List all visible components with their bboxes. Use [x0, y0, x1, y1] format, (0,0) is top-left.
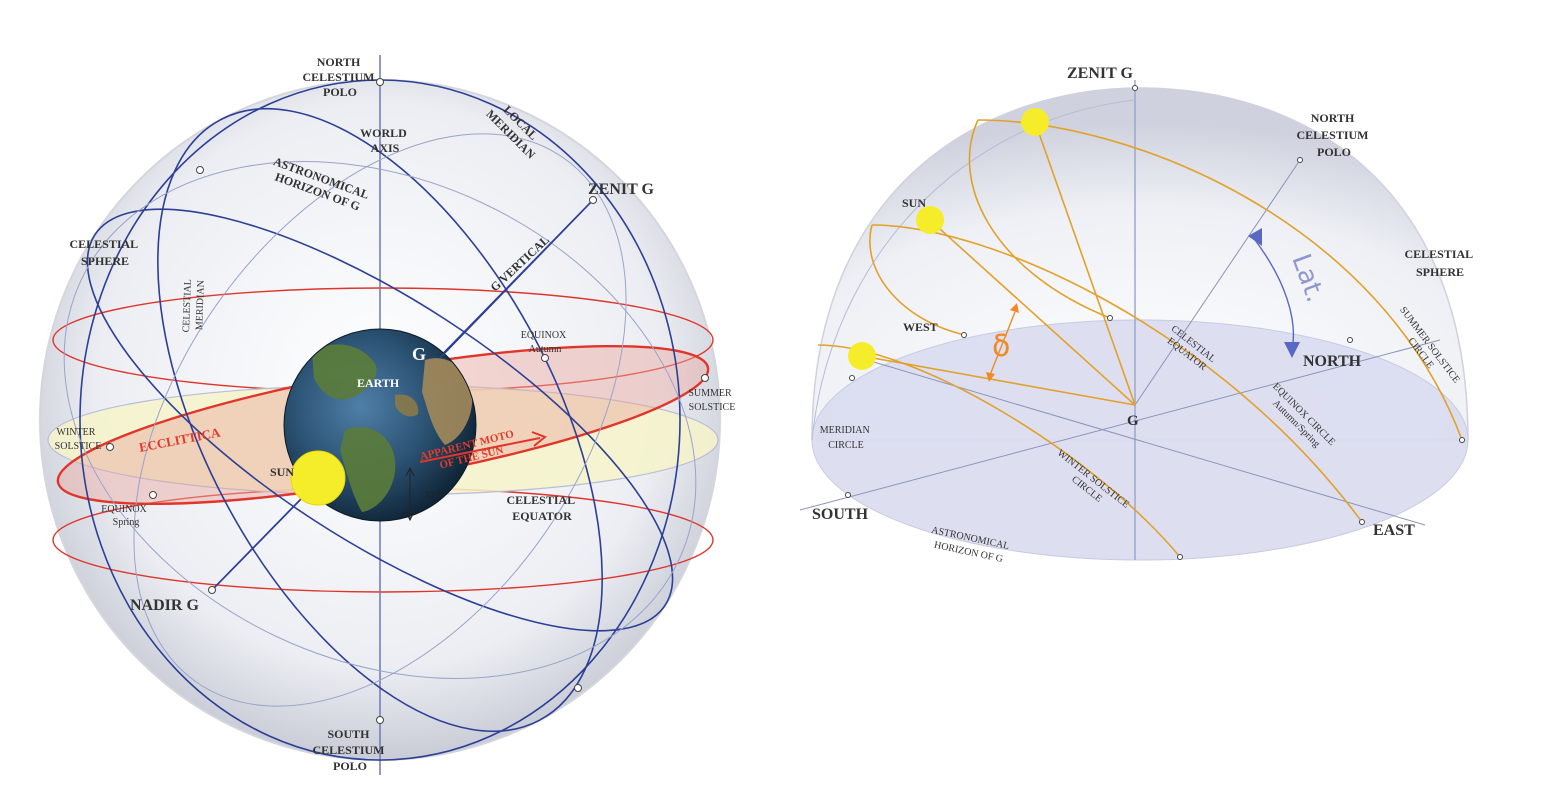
summer-solstice-label: SUMMER SOLSTICE [688, 383, 735, 413]
west-point [961, 332, 967, 338]
celestial-equator-label: CELESTIAL EQUATOR [506, 493, 577, 523]
sun-disc-winter [848, 342, 876, 370]
north-pole-label-right: NORTH CELESTIUM POLO [1296, 111, 1371, 159]
south-point [845, 492, 851, 498]
g-label-right: G [1127, 413, 1139, 429]
west-east-line [849, 354, 1426, 526]
local-meridian-circle [157, 107, 603, 733]
south-north-line [799, 339, 1441, 511]
horizon-point-bottom [574, 684, 582, 692]
sun-nadir-line [211, 494, 306, 591]
sun-to-g-line-mid [929, 219, 1136, 406]
winter-solstice-label: WINTER SOLSTICE [55, 422, 102, 452]
g-point-label: G [412, 344, 426, 364]
nadir-label: NADIR G [130, 597, 199, 614]
tilt-marker-arrow-up [405, 466, 415, 477]
delta-angle-line [989, 311, 1016, 376]
astronomical-horizon-circle [86, 208, 674, 632]
delta-label: δ [992, 329, 1010, 364]
east-point [1359, 519, 1365, 525]
north-label: NORTH [1303, 353, 1362, 370]
great-circle-thin-2 [63, 161, 697, 679]
north-pole-point-right [1297, 157, 1303, 163]
east-label: EAST [1373, 522, 1415, 539]
meridian-circle-label: MERIDIAN CIRCLE [820, 425, 873, 451]
north-pole-label: NORTH CELESTIUM POLO [302, 55, 377, 99]
sun-to-g-line-low [861, 355, 1136, 406]
celestial-meridian-label: CELESTIAL MERIDIAN [181, 277, 207, 333]
apparent-motion-arrow [419, 437, 541, 463]
horizon-point-top [196, 166, 204, 174]
summer-arc-below [968, 119, 1111, 319]
equinox-spring-label: EQUINOX Spring [101, 499, 151, 528]
zenit-point [589, 196, 597, 204]
zenit-point-right [1132, 85, 1138, 91]
apparent-motion-arrowhead [531, 431, 547, 447]
great-circle-thin-1 [133, 133, 627, 707]
meridian-circle-arc [811, 99, 1136, 441]
latitude-angle-arc [1254, 239, 1295, 351]
g-vertical-line [439, 199, 594, 359]
sun-to-g-line-top [1034, 121, 1136, 406]
south-pole-label: SOUTH CELESTIUM POLO [312, 727, 387, 773]
world-axis-label: WORLD AXIS [360, 126, 410, 155]
zenit-label: ZENIT G [588, 181, 655, 198]
horizon-point-upper [1107, 315, 1113, 321]
latitude-arrowhead-bottom [1284, 342, 1300, 358]
south-label: SOUTH [812, 506, 869, 523]
delta-arrowhead-top [1010, 303, 1019, 313]
astronomical-horizon-plane [811, 319, 1469, 561]
equinox-arc-below [869, 224, 966, 336]
south-pole-point [376, 716, 384, 724]
north-pole-point [376, 78, 384, 86]
equinox-autumn-label: EQUINOX Autumn [521, 327, 570, 355]
celestial-sphere-label: CELESTIAL SPHERE [69, 237, 140, 268]
zenit-label-right: ZENIT G [1067, 65, 1134, 82]
tilt-label: 23,5° [424, 490, 446, 501]
west-label: WEST [903, 320, 938, 334]
summer-circle-end-point [1459, 437, 1465, 443]
sun-label-right: SUN [902, 196, 926, 210]
celestial-sphere-label-right: CELESTIAL SPHERE [1404, 247, 1475, 279]
meridian-point [849, 375, 855, 381]
sun-disc-equinox [916, 206, 944, 234]
earth-label: EARTH [357, 376, 400, 390]
polar-axis-line [1134, 159, 1301, 406]
north-point [1347, 337, 1353, 343]
sun-disc-summer [1021, 108, 1049, 136]
equinox-autumn-point [541, 354, 549, 362]
delta-arrowhead-bottom [986, 372, 995, 382]
winter-solstice-point [106, 443, 114, 451]
nadir-point [208, 586, 216, 594]
right-horizon-dome-diagram: ZENIT G NORTH CELESTIUM POLO CELESTIAL S… [799, 65, 1475, 565]
equinox-spring-point [149, 491, 157, 499]
summer-solstice-point [701, 374, 709, 382]
tilt-marker-arrow-down [405, 511, 415, 522]
left-celestial-sphere-diagram: NORTH CELESTIUM POLO WORLD AXIS LOCAL ME… [39, 55, 735, 775]
sun-disc [290, 450, 346, 506]
winter-circle-end-point [1177, 554, 1183, 560]
sun-label: SUN [270, 465, 294, 479]
latitude-arrowhead-top [1248, 228, 1262, 246]
